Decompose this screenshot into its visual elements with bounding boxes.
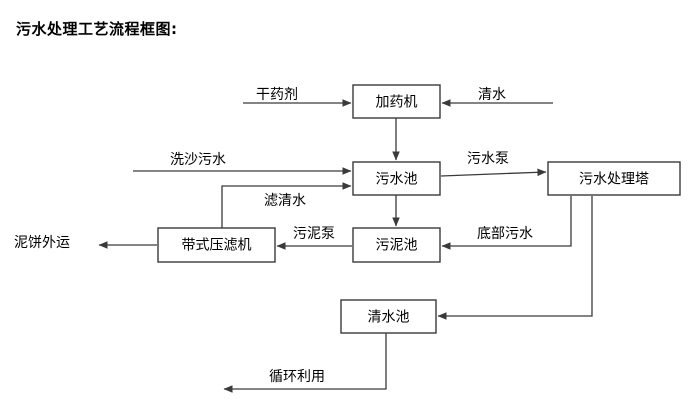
node-clear-water-pool[interactable]: 清水池: [340, 299, 437, 334]
edge-label-sludge-pump: 污泥泵: [293, 226, 335, 242]
node-clear-water-pool-box: [340, 299, 437, 334]
edge-bottom-sewage-to-sludge-pool: [441, 196, 572, 250]
edge-label-recycle-reuse: 循环利用: [269, 369, 325, 385]
edge-clear-water-pool-to-recycle-reuse: [223, 333, 387, 393]
edge-label-bottom-sewage: 底部污水: [477, 226, 533, 242]
terminal-sand-wash-sewage-label: 洗沙污水: [170, 152, 226, 168]
node-belt-filter-press[interactable]: 带式压滤机: [157, 227, 276, 263]
terminal-clean-water-label: 清水: [478, 87, 506, 103]
edge-treatment-tower-to-clear-water-pool: [437, 196, 593, 320]
edge-filtrate-to-sewage-pool: [221, 182, 352, 228]
node-belt-filter-press-box: [157, 227, 276, 263]
node-sewage-pool-box: [352, 161, 441, 196]
node-dosing-machine-box: [352, 84, 441, 119]
node-treatment-tower-label: 污水处理塔: [579, 172, 649, 188]
node-treatment-tower[interactable]: 污水处理塔: [547, 161, 681, 196]
node-sewage-pool[interactable]: 污水池: [352, 161, 441, 196]
node-sludge-pool-box: [352, 227, 441, 263]
node-belt-filter-press-label: 带式压滤机: [182, 238, 252, 254]
node-sludge-pool-label: 污泥池: [376, 238, 418, 254]
node-treatment-tower-box: [547, 161, 681, 196]
node-clear-water-pool-label: 清水池: [368, 310, 410, 326]
node-dosing-machine[interactable]: 加药机: [352, 84, 441, 119]
terminal-mud-cake-outbound-label: 泥饼外运: [14, 235, 70, 251]
page-title: 污水处理工艺流程框图:: [16, 20, 178, 38]
terminal-dry-agent-label: 干药剂: [256, 87, 298, 103]
edge-label-filtrate: 滤清水: [264, 193, 306, 209]
node-sludge-pool[interactable]: 污泥池: [352, 227, 441, 263]
edge-sewage-pump-to-treatment-tower: [440, 168, 547, 177]
node-dosing-machine-label: 加药机: [376, 95, 418, 111]
node-sewage-pool-label: 污水池: [376, 172, 418, 188]
edge-label-sewage-pump: 污水泵: [467, 151, 509, 167]
